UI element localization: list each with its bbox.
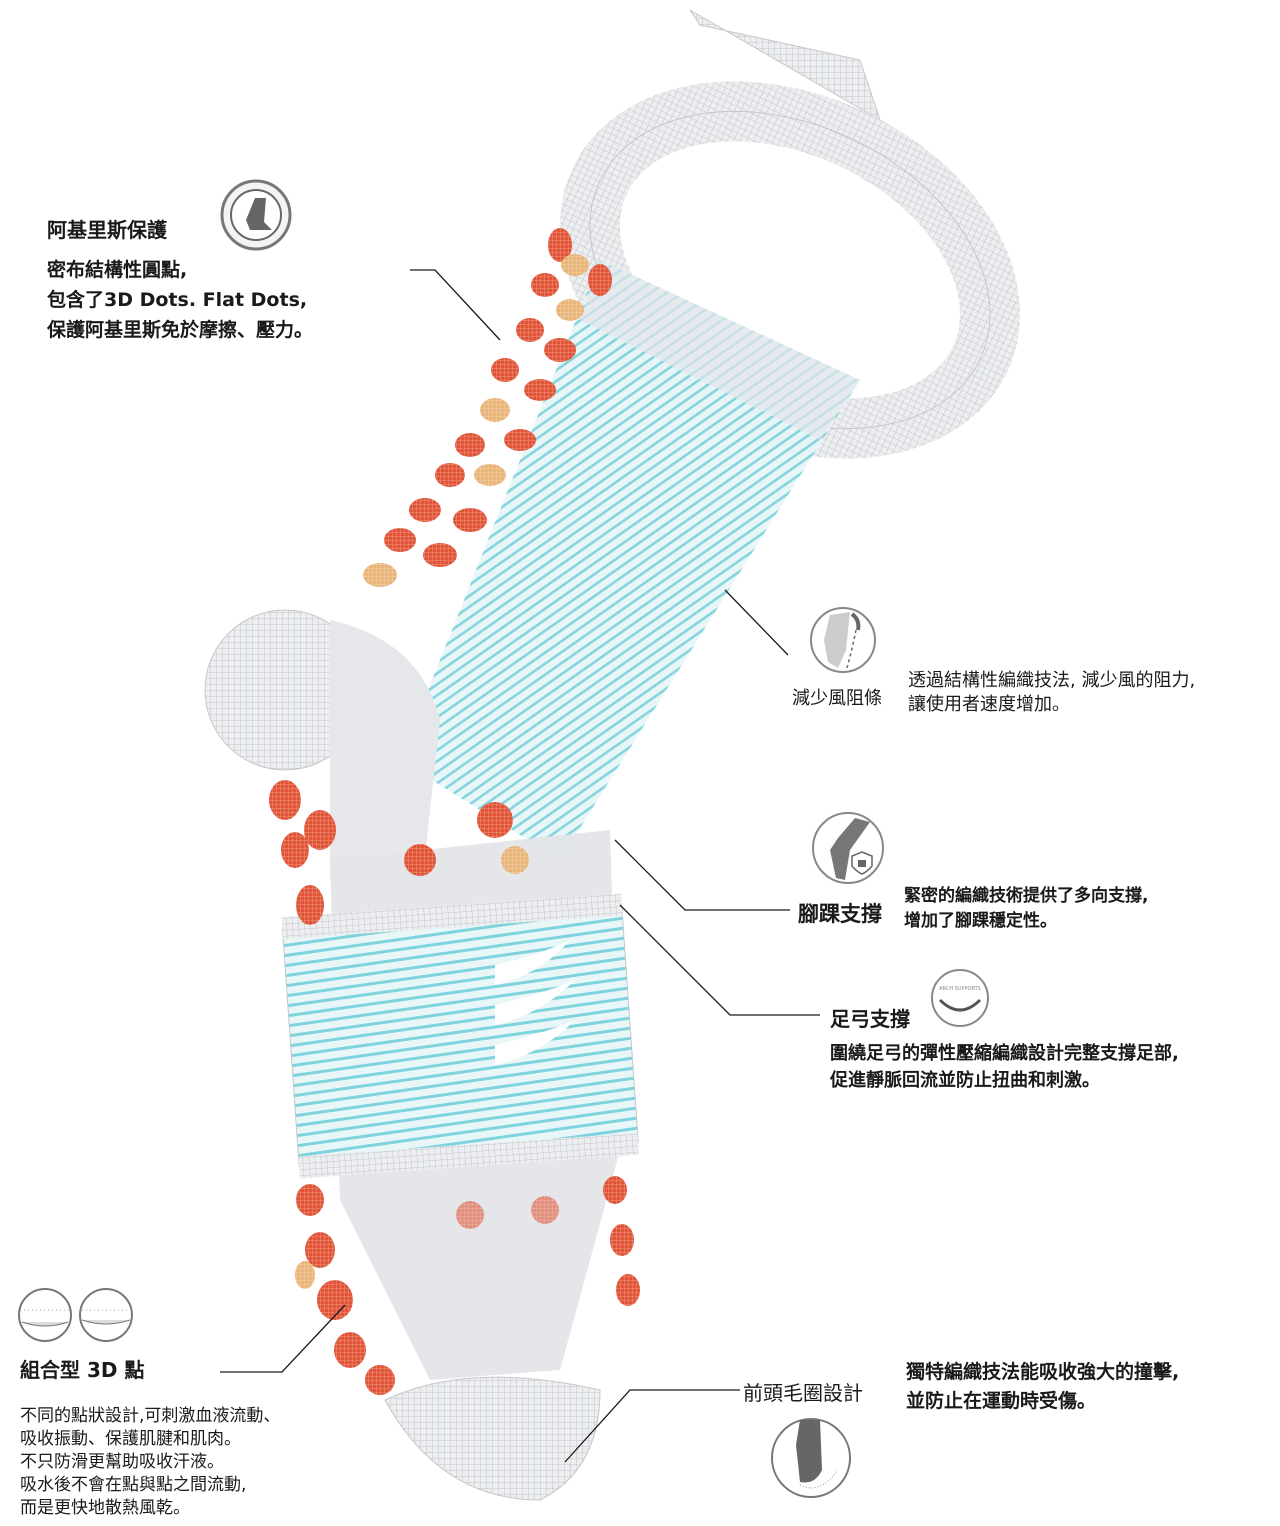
text-line: 增加了腳踝穩定性。	[904, 911, 1057, 931]
achilles-title: 阿基里斯保護	[47, 218, 167, 242]
text-line: 並防止在運動時受傷。	[906, 1390, 1097, 1412]
toe-cushion-icon	[771, 1418, 851, 1498]
text-line: 圍繞足弓的彈性壓縮編織設計完整支撐足部,	[830, 1043, 1179, 1064]
3d-dots-description: 不同的點狀設計,可刺激血液流動、 吸收振動、保護肌腱和肌肉。 不只防滑更幫助吸收…	[20, 1405, 280, 1520]
text-line: 吸水後不會在點與點之間流動,	[20, 1475, 247, 1495]
brand-logo	[495, 940, 575, 1065]
text-line: 獨特編織技法能吸收強大的撞擊,	[906, 1361, 1180, 1383]
text-line: 透過結構性編織技法, 減少風的阻力,	[908, 670, 1196, 691]
ankle-lock-icon	[812, 812, 884, 884]
leg-airflow-icon	[810, 607, 876, 673]
sock-leg	[400, 260, 860, 860]
forefoot-dots	[295, 1176, 640, 1395]
text-line: 吸收振動、保護肌腱和肌肉。	[20, 1429, 241, 1449]
text-line: 不同的點狀設計,可刺激血液流動、	[20, 1406, 281, 1426]
text-line: 保護阿基里斯免於摩擦、壓力。	[47, 319, 314, 341]
ankle-description: 緊密的編織技術提供了多向支撐, 增加了腳踝穩定性。	[904, 884, 1148, 934]
text-line: 讓使用者速度增加。	[908, 694, 1070, 715]
achilles-description: 密布結構性圓點, 包含了3D Dots. Flat Dots, 保護阿基里斯免於…	[47, 255, 313, 345]
achilles-dots	[363, 228, 612, 587]
wind-title: 減少風阻條	[792, 688, 882, 709]
text-line: 包含了3D Dots. Flat Dots,	[47, 289, 308, 311]
heel-dots	[269, 780, 529, 925]
arch-support-icon: ARCH SUPPORTS	[931, 969, 989, 1027]
arch-description: 圍繞足弓的彈性壓縮編織設計完整支撐足部, 促進靜脈回流並防止扭曲和刺激。	[830, 1040, 1179, 1094]
text-line: 不只防滑更幫助吸收汗液。	[20, 1452, 224, 1472]
svg-text:ARCH SUPPORTS: ARCH SUPPORTS	[939, 986, 981, 992]
ankle-title: 腳踝支撐	[798, 902, 882, 926]
text-line: 緊密的編織技術提供了多向支撐,	[904, 886, 1149, 906]
toe-title: 前頭毛圈設計	[743, 1381, 863, 1405]
achilles-protection-icon	[220, 179, 292, 251]
text-line: 而是更快地散熱風乾。	[20, 1498, 190, 1518]
leader-lines	[220, 269, 820, 1463]
3d-dots-icon	[18, 1288, 72, 1342]
text-line: 密布結構性圓點,	[47, 259, 188, 281]
3d-dots-title: 組合型 3D 點	[20, 1358, 145, 1382]
wind-description: 透過結構性編織技法, 減少風的阻力, 讓使用者速度增加。	[908, 669, 1195, 717]
toe-description: 獨特編織技法能吸收強大的撞擊, 並防止在運動時受傷。	[906, 1358, 1179, 1416]
flat-dots-icon	[79, 1288, 133, 1342]
arch-title: 足弓支撐	[830, 1007, 910, 1031]
text-line: 促進靜脈回流並防止扭曲和刺激。	[830, 1070, 1100, 1091]
toe-cap	[384, 1376, 601, 1501]
arch-band	[281, 902, 639, 1168]
